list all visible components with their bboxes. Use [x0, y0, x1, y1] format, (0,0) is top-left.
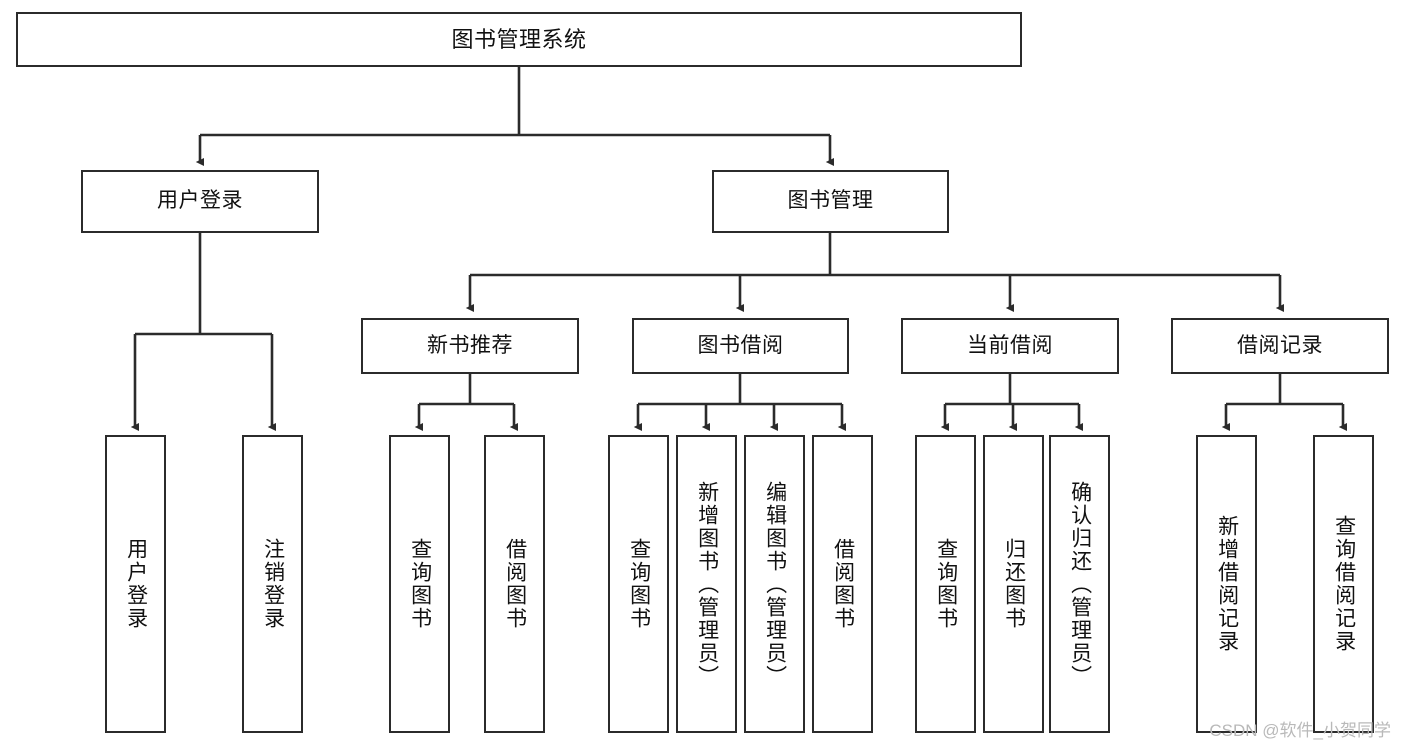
node-leaf-query-book-1[interactable]: 查询图书 — [389, 435, 450, 733]
node-leaf-add-record-label: 新增借阅记录 — [1215, 515, 1239, 653]
node-leaf-confirm-return[interactable]: 确认归还（管理员） — [1049, 435, 1110, 733]
node-leaf-add-book-label: 新增图书（管理员） — [695, 480, 719, 688]
node-leaf-borrow-book-1-label: 借阅图书 — [503, 538, 527, 630]
node-leaf-query-book-3[interactable]: 查询图书 — [915, 435, 976, 733]
node-root-label: 图书管理系统 — [451, 26, 587, 52]
node-leaf-query-book-3-label: 查询图书 — [934, 538, 958, 630]
node-new-book-recommend-label: 新书推荐 — [427, 333, 513, 357]
node-leaf-logout-label: 注销登录 — [261, 538, 285, 630]
node-borrow-record[interactable]: 借阅记录 — [1171, 318, 1389, 374]
node-leaf-borrow-book-1[interactable]: 借阅图书 — [484, 435, 545, 733]
node-leaf-confirm-return-label: 确认归还（管理员） — [1068, 480, 1092, 688]
node-leaf-user-login[interactable]: 用户登录 — [105, 435, 166, 733]
node-leaf-return-book[interactable]: 归还图书 — [983, 435, 1044, 733]
node-user-login[interactable]: 用户登录 — [81, 170, 319, 233]
node-leaf-query-book-2-label: 查询图书 — [627, 538, 651, 630]
node-leaf-query-book-2[interactable]: 查询图书 — [608, 435, 669, 733]
node-borrow-record-label: 借阅记录 — [1237, 333, 1323, 357]
node-leaf-edit-book-label: 编辑图书（管理员） — [763, 480, 787, 688]
node-book-borrow-label: 图书借阅 — [697, 333, 784, 357]
node-leaf-logout[interactable]: 注销登录 — [242, 435, 303, 733]
node-leaf-edit-book[interactable]: 编辑图书（管理员） — [744, 435, 805, 733]
node-leaf-borrow-book-2[interactable]: 借阅图书 — [812, 435, 873, 733]
node-leaf-add-book[interactable]: 新增图书（管理员） — [676, 435, 737, 733]
node-user-login-label: 用户登录 — [157, 189, 243, 213]
node-leaf-query-record[interactable]: 查询借阅记录 — [1313, 435, 1374, 733]
node-book-manage[interactable]: 图书管理 — [712, 170, 949, 233]
node-book-borrow[interactable]: 图书借阅 — [632, 318, 849, 374]
node-root[interactable]: 图书管理系统 — [16, 12, 1022, 67]
node-book-manage-label: 图书管理 — [787, 189, 874, 213]
node-leaf-query-record-label: 查询借阅记录 — [1332, 515, 1356, 653]
node-leaf-user-login-label: 用户登录 — [124, 538, 148, 630]
node-leaf-add-record[interactable]: 新增借阅记录 — [1196, 435, 1257, 733]
node-current-borrow[interactable]: 当前借阅 — [901, 318, 1119, 374]
node-leaf-return-book-label: 归还图书 — [1002, 538, 1026, 630]
node-current-borrow-label: 当前借阅 — [967, 333, 1053, 357]
node-leaf-query-book-1-label: 查询图书 — [408, 538, 432, 630]
node-leaf-borrow-book-2-label: 借阅图书 — [831, 538, 855, 630]
node-new-book-recommend[interactable]: 新书推荐 — [361, 318, 579, 374]
watermark-text: CSDN @软件_小贺同学 — [1209, 721, 1391, 740]
